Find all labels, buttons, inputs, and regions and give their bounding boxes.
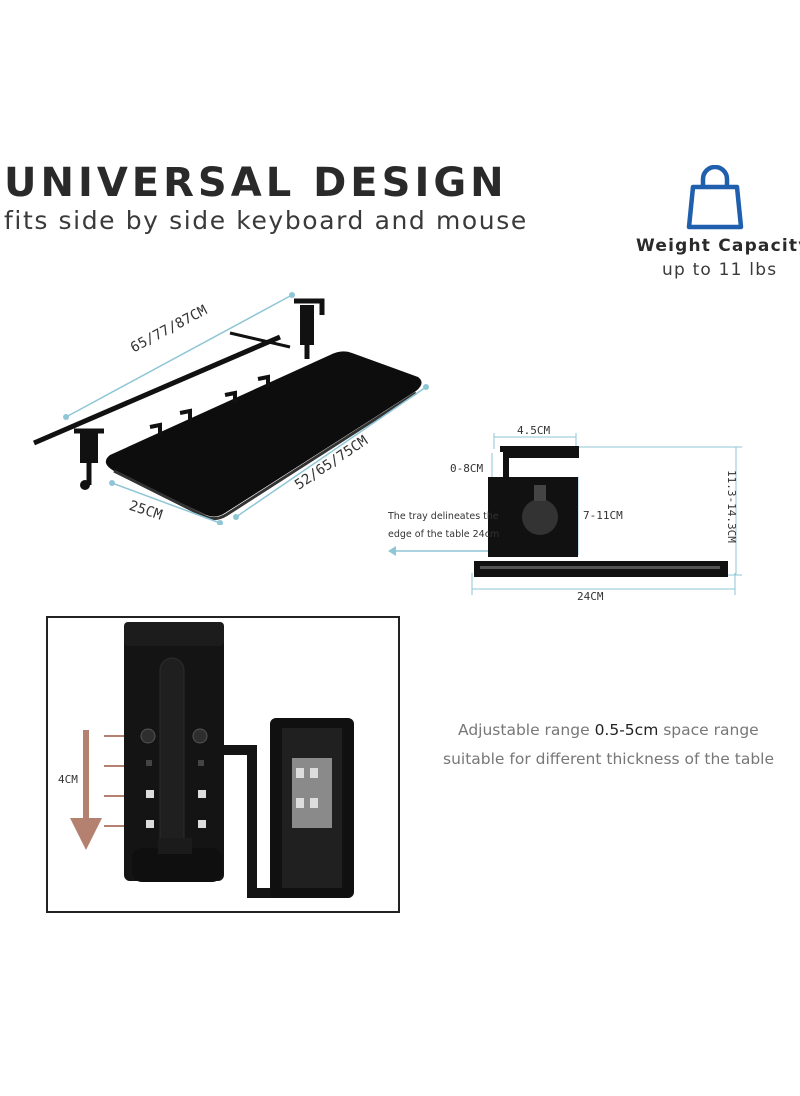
adjustable-range-value: 0.5-5cm: [594, 721, 659, 739]
rail-length-label: 24CM: [577, 590, 604, 603]
weight-capacity-title: Weight Capacity: [636, 236, 800, 256]
adjustable-range-line-2: suitable for different thickness of the …: [443, 750, 775, 768]
total-height-label: 11.3-14.3CM: [725, 470, 738, 543]
clamp-width-label: 4.5CM: [517, 424, 551, 437]
headline: UNIVERSAL DESIGN: [4, 160, 508, 206]
clamp-height-label: 7-11CM: [583, 509, 623, 522]
adjust-distance-label: 4CM: [58, 773, 78, 786]
clamp-detail-photo: [46, 616, 400, 913]
keyboard-tray-illustration: [30, 285, 440, 526]
clamp-gap-label: 0-8CM: [450, 462, 484, 475]
adjustable-range-line-1: Adjustable range 0.5-5cm space range: [458, 721, 759, 739]
shopping-bag-icon: [683, 164, 747, 231]
weight-capacity-value: up to 11 lbs: [662, 260, 778, 280]
tray-note-line-1: The tray delineates the: [388, 511, 499, 522]
subheadline: fits side by side keyboard and mouse: [4, 206, 528, 235]
side-profile-diagram: [380, 425, 760, 615]
tray-note-line-2: edge of the table 24cm: [388, 529, 500, 540]
